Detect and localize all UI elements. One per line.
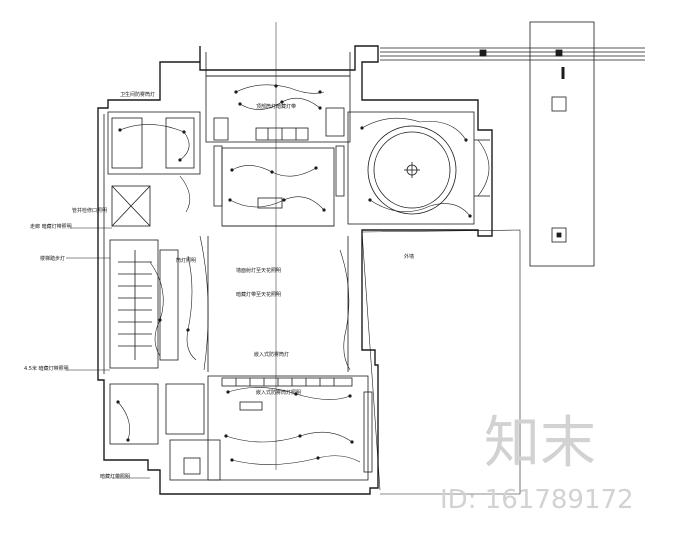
annot-center-c: 暗藏灯带至天花照明 bbox=[236, 291, 281, 298]
plan-linework bbox=[66, 21, 645, 495]
plan-annotations: 顶部筒灯暗藏灯带 卫生间防雾筒灯 管井检修口照明 走廊 暗藏灯带照明 楼梯踏步灯… bbox=[24, 91, 414, 480]
staircase bbox=[109, 239, 159, 369]
ceiling-circle-outer bbox=[367, 125, 457, 215]
annot-right-label: 外墙 bbox=[404, 253, 414, 260]
shaft-box bbox=[111, 185, 151, 227]
right-fixture-top bbox=[551, 96, 567, 112]
annot-center-a: 筒灯照明 bbox=[176, 257, 196, 264]
wall-hatch-left bbox=[213, 145, 223, 207]
annot-top-center: 顶部筒灯暗藏灯带 bbox=[256, 103, 296, 110]
annot-bath-lower: 嵌入式防雾筒灯照明 bbox=[256, 389, 301, 396]
ceiling-circle-inner bbox=[373, 131, 451, 209]
annot-left-shaft: 管井检修口照明 bbox=[72, 207, 107, 214]
right-side-panel bbox=[529, 21, 595, 267]
wall-hatch-right bbox=[335, 145, 345, 197]
annot-center-lower: 嵌入式防雾筒灯 bbox=[254, 351, 289, 358]
watermark-id: ID: 161789172 bbox=[440, 485, 634, 515]
annot-center-b: 墙面射灯至天花照明 bbox=[236, 267, 281, 274]
annot-left-upper: 卫生间防雾筒灯 bbox=[120, 91, 155, 98]
annot-bottom-left: 暗藏灯带照明 bbox=[100, 473, 130, 480]
light-fixture-dots bbox=[116, 84, 472, 462]
watermark: 知末 ID: 161789172 bbox=[440, 411, 634, 515]
annot-left-stair: 楼梯踏步灯 bbox=[40, 255, 65, 262]
annot-left-mid-a: 走廊 暗藏灯带照明 bbox=[30, 223, 72, 230]
watermark-brand: 知末 bbox=[484, 411, 596, 476]
annot-left-lower: 4.5米 暗藏灯带照明 bbox=[24, 365, 69, 372]
right-fixture-bottom bbox=[551, 227, 567, 243]
